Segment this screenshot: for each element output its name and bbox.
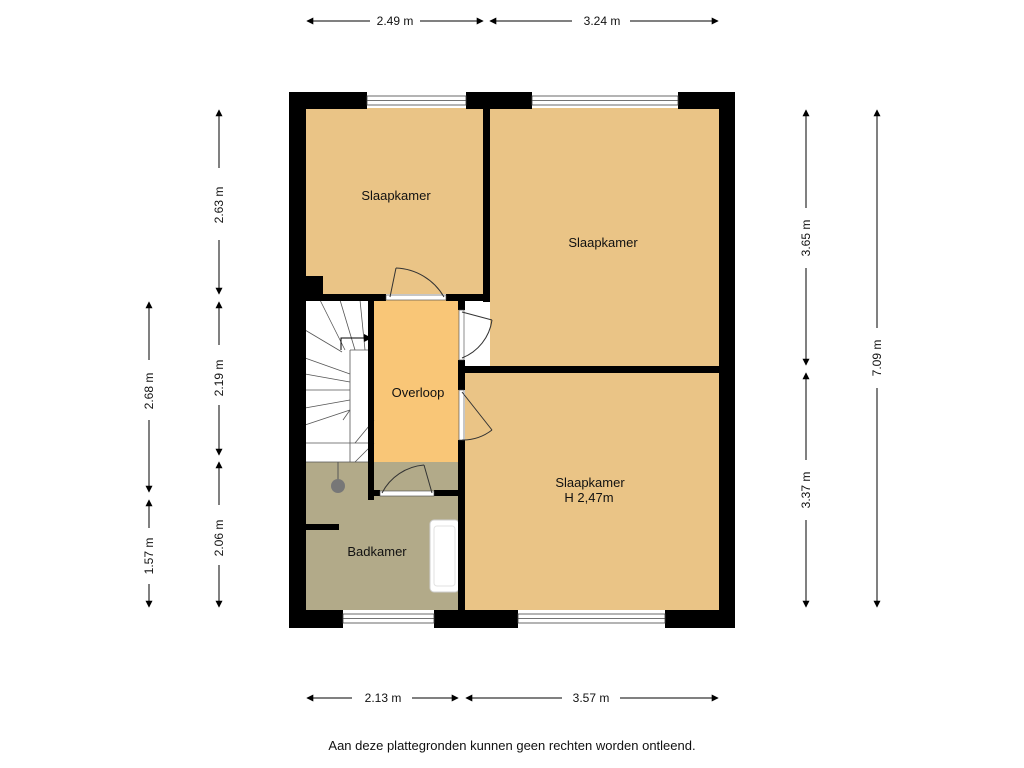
room-label-bedroom-bottom-right: Slaapkamer bbox=[555, 475, 625, 490]
dimension-top-right: 3.24 m bbox=[584, 14, 621, 28]
door-swing-icon bbox=[379, 267, 493, 497]
dimension-left-outer-lower: 1.57 m bbox=[142, 538, 156, 575]
room-height-label: H 2,47m bbox=[564, 490, 613, 505]
bedroom-bottom-right bbox=[465, 372, 719, 610]
walls bbox=[289, 92, 735, 628]
room-label-bedroom-top-right: Slaapkamer bbox=[568, 235, 638, 250]
dimension-right-outer-total: 7.09 m bbox=[870, 340, 884, 377]
bedroom-top-left bbox=[305, 108, 483, 294]
dimension-top-left: 2.49 m bbox=[377, 14, 414, 28]
bathtub-icon bbox=[429, 519, 460, 593]
dimension-right-inner-top: 3.65 m bbox=[799, 220, 813, 257]
room-label-bedroom-top-left: Slaapkamer bbox=[361, 188, 431, 203]
dimension-right-inner-bottom: 3.37 m bbox=[799, 472, 813, 509]
stair-area bbox=[305, 300, 374, 462]
room-label-landing: Overloop bbox=[392, 385, 445, 400]
room-label-bathroom: Badkamer bbox=[347, 544, 407, 559]
disclaimer-text: Aan deze plattegronden kunnen geen recht… bbox=[328, 738, 695, 753]
dimension-left-inner-mid: 2.19 m bbox=[212, 360, 226, 397]
toilet-icon bbox=[331, 462, 345, 493]
bedroom-top-right bbox=[490, 108, 719, 366]
dimension-left-outer-upper: 2.68 m bbox=[142, 373, 156, 410]
window-icon bbox=[342, 95, 679, 624]
dimension-left-inner-bottom: 2.06 m bbox=[212, 520, 226, 557]
landing bbox=[374, 300, 460, 490]
dimension-bottom-right: 3.57 m bbox=[573, 691, 610, 705]
dimension-left-inner-top: 2.63 m bbox=[212, 187, 226, 224]
dimension-bottom-left: 2.13 m bbox=[365, 691, 402, 705]
